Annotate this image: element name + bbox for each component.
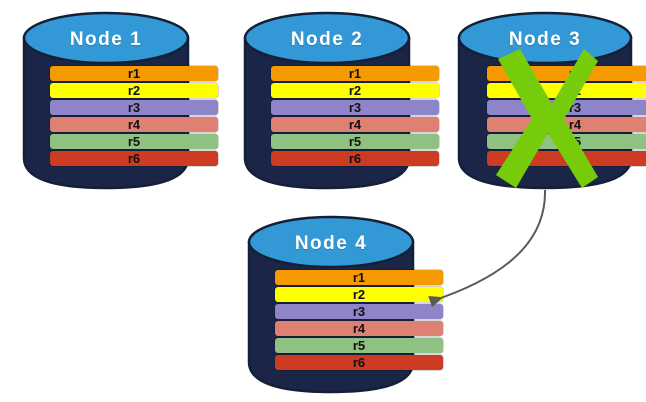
- node-3[interactable]: Node 3 r1 r2 r3 r4 r5 r6: [457, 8, 646, 190]
- node-3-row-r1[interactable]: r1: [487, 66, 646, 81]
- node-2-row-r2[interactable]: r2: [271, 83, 439, 98]
- node-2-row-r5[interactable]: r5: [271, 134, 439, 149]
- node-2-row-r3[interactable]: r3: [271, 100, 439, 115]
- node-4-row-r1[interactable]: r1: [275, 270, 443, 285]
- node-1-rows: r1 r2 r3 r4 r5 r6: [22, 66, 246, 166]
- node-1-row-r3[interactable]: r3: [50, 100, 218, 115]
- node-1[interactable]: Node 1 r1 r2 r3 r4 r5 r6: [22, 8, 218, 190]
- node-2[interactable]: Node 2 r1 r2 r3 r4 r5 r6: [243, 8, 439, 190]
- node-1-row-r4[interactable]: r4: [50, 117, 218, 132]
- node-1-row-r1[interactable]: r1: [50, 66, 218, 81]
- node-3-row-r3[interactable]: r3: [487, 100, 646, 115]
- node-4-rows: r1 r2 r3 r4 r5 r6: [247, 270, 471, 370]
- node-2-row-r1[interactable]: r1: [271, 66, 439, 81]
- node-4-row-r2[interactable]: r2: [275, 287, 443, 302]
- node-4-row-r6[interactable]: r6: [275, 355, 443, 370]
- node-1-row-r5[interactable]: r5: [50, 134, 218, 149]
- node-2-row-r4[interactable]: r4: [271, 117, 439, 132]
- node-3-row-r4[interactable]: r4: [487, 117, 646, 132]
- node-3-rows: r1 r2 r3 r4 r5 r6: [457, 66, 646, 166]
- node-4-row-r3[interactable]: r3: [275, 304, 443, 319]
- node-4-row-r5[interactable]: r5: [275, 338, 443, 353]
- node-3-row-r6[interactable]: r6: [487, 151, 646, 166]
- node-1-row-r6[interactable]: r6: [50, 151, 218, 166]
- node-2-rows: r1 r2 r3 r4 r5 r6: [243, 66, 467, 166]
- node-1-row-r2[interactable]: r2: [50, 83, 218, 98]
- node-3-row-r5[interactable]: r5: [487, 134, 646, 149]
- node-2-row-r6[interactable]: r6: [271, 151, 439, 166]
- node-3-row-r2[interactable]: r2: [487, 83, 646, 98]
- node-4[interactable]: Node 4 r1 r2 r3 r4 r5 r6: [247, 212, 443, 394]
- node-4-row-r4[interactable]: r4: [275, 321, 443, 336]
